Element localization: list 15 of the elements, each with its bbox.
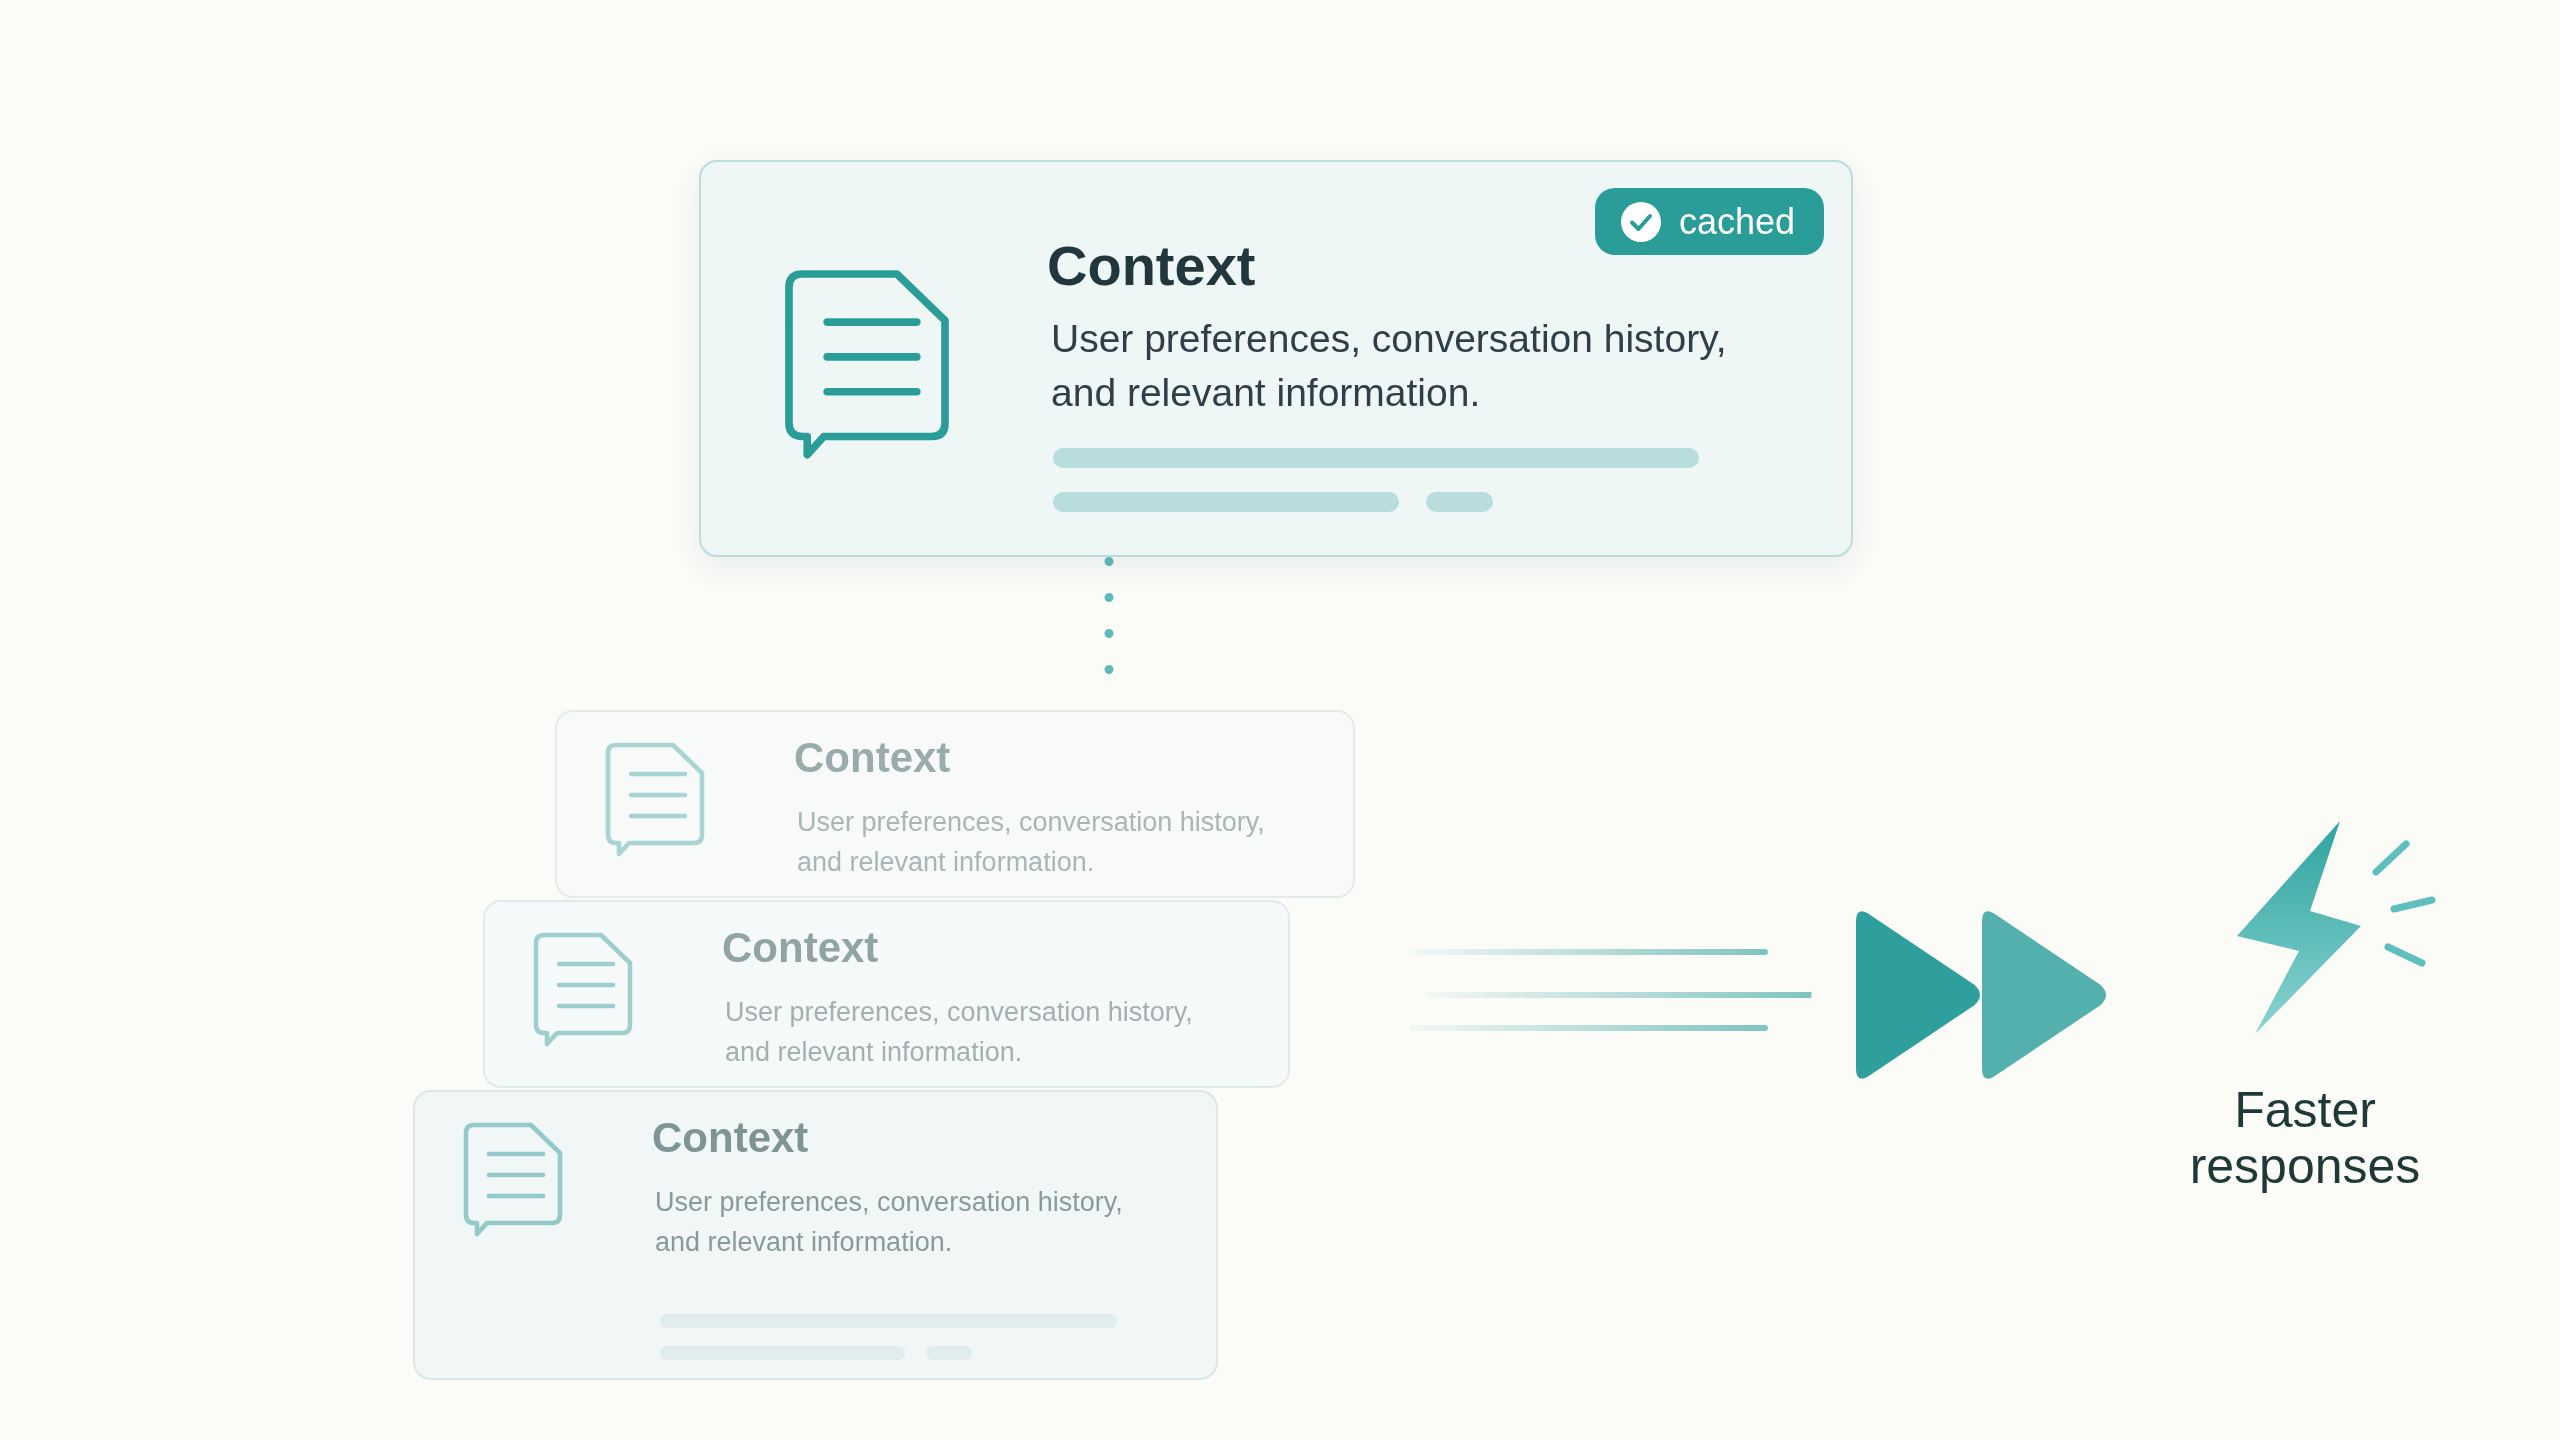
- status-badge: [1595, 188, 1824, 255]
- card-title: Context: [722, 924, 879, 973]
- card-description: User preferences, conversation history, and relevant information.: [797, 806, 1266, 879]
- card-title: Context: [794, 734, 951, 783]
- card-description: User preferences, conversation history, and relevant information.: [1051, 316, 1728, 416]
- faded-context-card: [413, 1090, 1218, 1380]
- card-title: Context: [1047, 234, 1256, 299]
- context-card: [699, 160, 1853, 557]
- faded-context-card: [555, 710, 1355, 898]
- status-text: cached: [1679, 203, 1796, 240]
- card-description: User preferences, conversation history, and relevant information.: [655, 1186, 1124, 1259]
- result-label: Faster responses: [2188, 1082, 2422, 1194]
- faded-context-card: [483, 900, 1290, 1088]
- card-title: Context: [652, 1114, 809, 1163]
- card-description: User preferences, conversation history, and relevant information.: [725, 996, 1194, 1069]
